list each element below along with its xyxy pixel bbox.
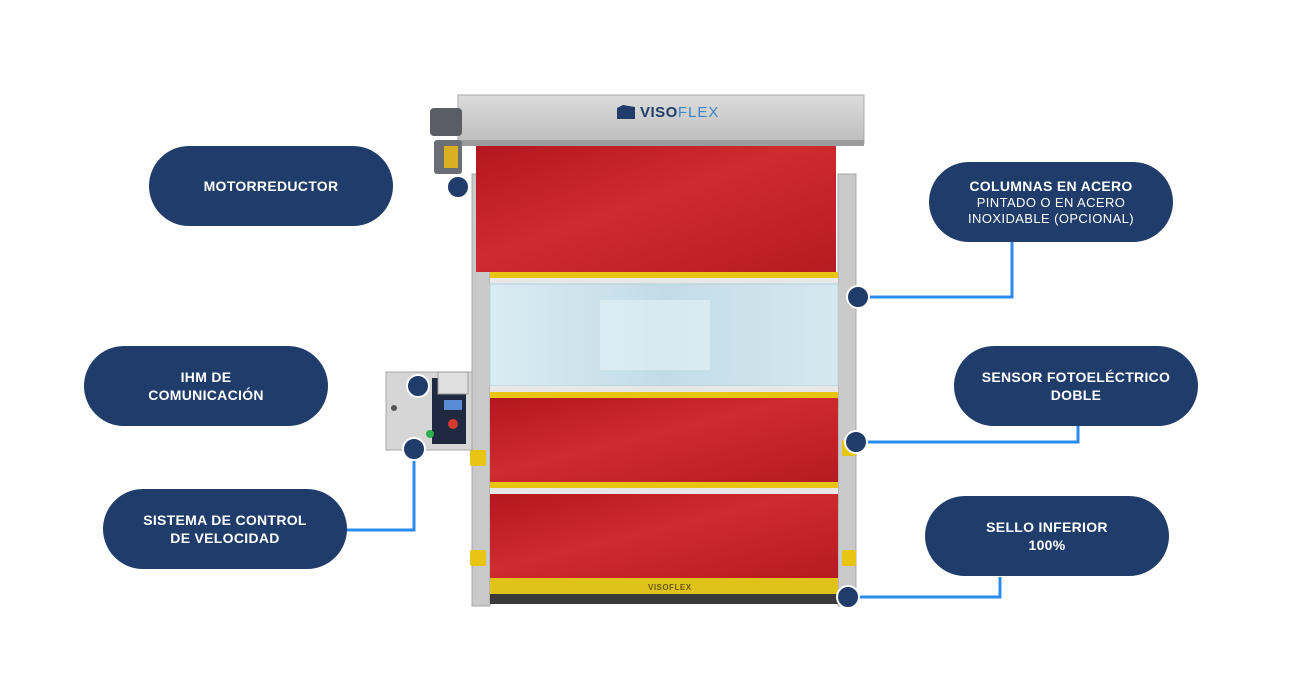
- callout-sensor: SENSOR FOTOELÉCTRICO DOBLE: [954, 346, 1198, 426]
- callout-sello: SELLO INFERIOR 100%: [925, 496, 1169, 576]
- anchor-dot-motorreductor: [446, 175, 470, 199]
- connector-sistema: [346, 450, 416, 532]
- callout-sistema: SISTEMA DE CONTROL DE VELOCIDAD: [103, 489, 347, 569]
- callout-text: IHM DE: [180, 369, 232, 385]
- callout-motorreductor: MOTORREDUCTOR: [149, 146, 393, 226]
- callout-text: 100%: [1028, 537, 1066, 553]
- connector-sello: [848, 577, 1002, 599]
- logo-text-accent: FLEX: [677, 103, 720, 121]
- callout-text: SISTEMA DE CONTROL: [143, 512, 307, 528]
- callout-text: SELLO INFERIOR: [986, 519, 1108, 535]
- callout-text: INOXIDABLE (OPCIONAL): [968, 211, 1134, 226]
- logo-icon: [617, 105, 635, 119]
- callout-text: COMUNICACIÓN: [148, 387, 264, 403]
- callout-text: DOBLE: [1050, 387, 1102, 403]
- callout-ihm: IHM DE COMUNICACIÓN: [84, 346, 328, 426]
- right-column: [837, 173, 857, 607]
- motor-unit: [430, 108, 462, 136]
- sensor-left: [470, 450, 486, 466]
- connector-columnas: [860, 242, 1014, 299]
- callout-text: MOTORREDUCTOR: [203, 178, 339, 194]
- curtain-middle-panel: [490, 398, 838, 482]
- bottom-seal: [490, 578, 838, 594]
- connector-sensor: [856, 426, 1080, 444]
- callout-title: COLUMNAS EN ACERO: [969, 178, 1133, 194]
- anchor-dot-sello: [836, 585, 860, 609]
- logo-text-main: VISO: [640, 103, 678, 121]
- anchor-dot-sistema: [402, 437, 426, 461]
- callout-text: SENSOR FOTOELÉCTRICO: [981, 369, 1171, 385]
- curtain-bottom-panel: [490, 494, 838, 578]
- anchor-dot-ihm: [406, 374, 430, 398]
- callout-text: PINTADO O EN ACERO: [976, 195, 1126, 210]
- callout-text: DE VELOCIDAD: [170, 530, 280, 546]
- curtain-top-panel: [476, 146, 836, 272]
- anchor-dot-sensor: [844, 430, 868, 454]
- anchor-dot-columnas: [846, 285, 870, 309]
- bottom-logo: VISOFLEX: [648, 583, 692, 592]
- callout-columnas: COLUMNAS EN ACERO PINTADO O EN ACERO INO…: [929, 162, 1173, 242]
